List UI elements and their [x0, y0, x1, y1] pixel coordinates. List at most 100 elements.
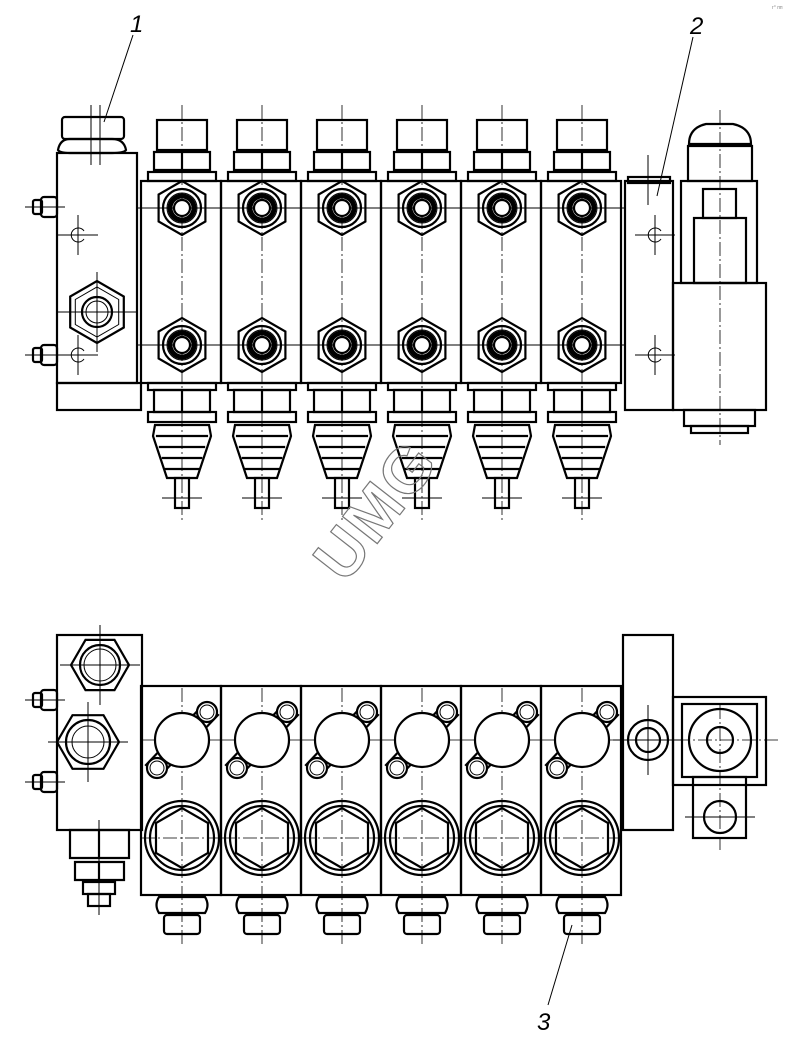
port-fitting	[317, 179, 367, 237]
side-bolt	[25, 195, 65, 219]
flange	[224, 700, 300, 780]
flange-hole	[599, 704, 615, 720]
flange	[304, 700, 380, 780]
flange-hole	[199, 704, 215, 720]
ring	[161, 324, 203, 366]
cap-nut	[472, 150, 532, 172]
valve-section-bottom-6	[539, 684, 623, 945]
spool-cap	[235, 118, 289, 152]
bore	[252, 335, 272, 355]
fitting-body	[562, 913, 602, 936]
spool-stem	[253, 476, 271, 510]
ring	[407, 330, 437, 360]
port-fitting	[317, 316, 367, 374]
ring	[166, 192, 198, 224]
ring	[241, 187, 283, 229]
callout-2: 2	[656, 13, 703, 197]
hex-nut-icon	[157, 179, 207, 237]
valve-section-bottom-3	[299, 684, 383, 945]
valve-section-bottom-5	[459, 684, 543, 945]
flange	[144, 700, 220, 780]
plug-ring	[388, 804, 456, 872]
hex-socket-plug-icon	[314, 806, 370, 870]
callout-3: 3	[537, 924, 573, 1036]
ring	[321, 187, 363, 229]
plug-ring	[223, 799, 301, 877]
port-fitting	[157, 179, 207, 237]
fitting-nut	[235, 895, 289, 915]
top-view	[25, 105, 768, 520]
boot-flange	[546, 410, 618, 424]
lower-nut	[472, 388, 532, 414]
flange	[544, 700, 620, 780]
lower-nut	[152, 388, 212, 414]
fitting-body	[482, 913, 522, 936]
solenoid-top	[701, 187, 738, 220]
flange-cover	[313, 711, 371, 769]
connector	[682, 408, 757, 428]
ring	[407, 193, 437, 223]
plug-ring	[548, 804, 616, 872]
side-bolt	[25, 688, 65, 712]
inlet-block-1	[25, 105, 143, 412]
port-fitting	[237, 316, 287, 374]
top-plug	[60, 115, 126, 141]
flange	[464, 700, 540, 780]
ring	[487, 193, 517, 223]
valve-section-5	[456, 105, 546, 520]
flange-hole	[359, 704, 375, 720]
rubber-boot	[311, 423, 373, 480]
hex-socket-plug-icon	[234, 806, 290, 870]
flange-cover	[233, 711, 291, 769]
callout-1: 1	[103, 11, 143, 123]
rubber-boot	[231, 423, 293, 480]
plug-ring	[308, 804, 376, 872]
bore	[332, 335, 352, 355]
side-bolt	[25, 770, 65, 794]
fitting-nut	[475, 895, 529, 915]
leader-line-2	[656, 36, 694, 197]
valve-section-bottom-2	[219, 684, 303, 945]
bore	[412, 335, 432, 355]
valve-section-4	[376, 105, 466, 520]
connector-box	[691, 775, 748, 840]
inlet-base	[55, 381, 143, 412]
flange-hole	[519, 704, 535, 720]
hex-nut-icon	[397, 179, 447, 237]
lower-nut	[312, 388, 372, 414]
spool-stem	[333, 476, 351, 510]
rubber-boot	[471, 423, 533, 480]
cap-nut	[552, 150, 612, 172]
leader-line-1	[103, 34, 134, 123]
inlet-port-lower	[48, 702, 128, 782]
boot-flange	[386, 410, 458, 424]
flange-hole	[439, 704, 455, 720]
ring	[246, 329, 278, 361]
ring	[246, 192, 278, 224]
spool-cap	[395, 118, 449, 152]
plug-ring	[383, 799, 461, 877]
valve-section-bottom-4	[379, 684, 463, 945]
bore	[252, 198, 272, 218]
callout-label-1: 1	[130, 11, 143, 38]
port-fitting	[557, 179, 607, 237]
boot-flange	[226, 410, 298, 424]
spool-cap	[155, 118, 209, 152]
fitting-body	[402, 913, 442, 936]
spool-stem	[573, 476, 591, 510]
solenoid-box	[671, 695, 768, 787]
ring	[247, 193, 277, 223]
hex-nut-icon	[557, 179, 607, 237]
hex-nut-icon	[317, 316, 367, 374]
ring	[167, 193, 197, 223]
rubber-boot	[151, 423, 213, 480]
bore	[572, 198, 592, 218]
spool-cap	[315, 118, 369, 152]
flange-cover	[473, 711, 531, 769]
spool-cap	[555, 118, 609, 152]
ring	[567, 193, 597, 223]
valve-section-2	[216, 105, 306, 520]
pressure-fitting	[68, 820, 131, 915]
ring	[481, 187, 523, 229]
